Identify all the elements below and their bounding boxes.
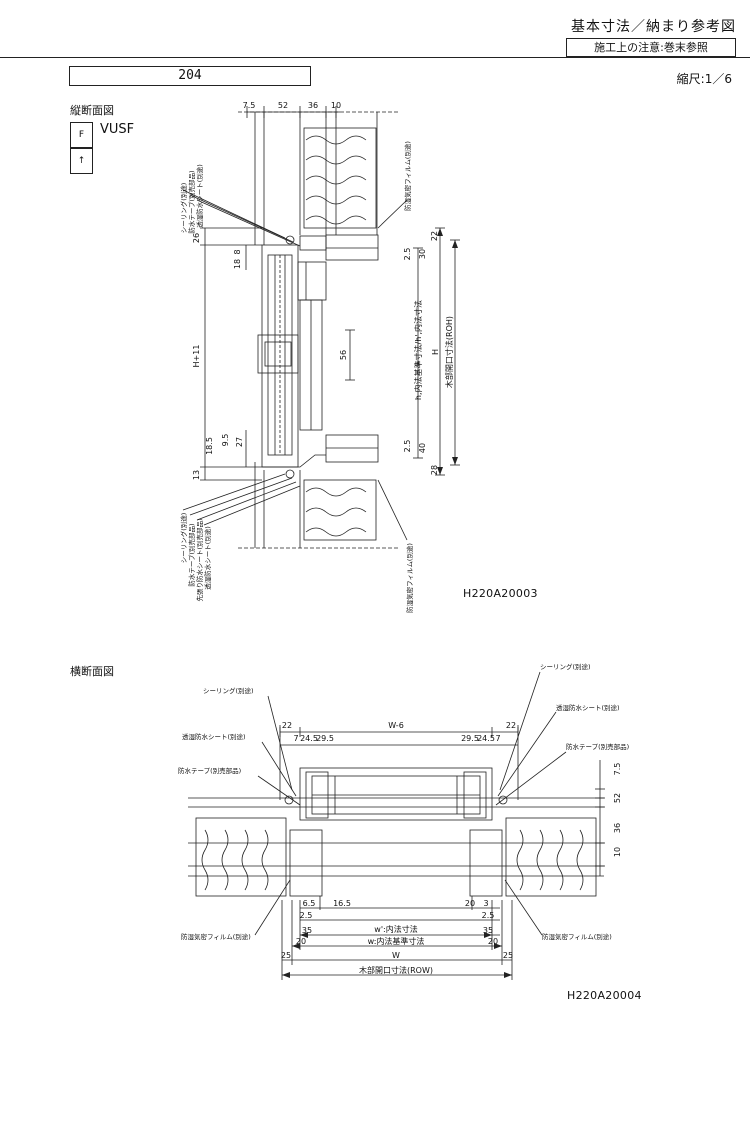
- h-bottom-dim: 20: [465, 899, 475, 908]
- h-right-dim: 36: [613, 823, 622, 833]
- h-top-dim: 29.5: [461, 734, 479, 743]
- h-top-dim: 7: [495, 734, 500, 743]
- h-top-dim: 29.5: [316, 734, 334, 743]
- h-leader-tape-left: 防水テープ(別売部品): [178, 766, 241, 775]
- v-left-dim: H+11: [192, 345, 201, 368]
- v-leader-film-top: 防湿気密フィルム(別途): [403, 141, 412, 211]
- h-bottom-dim: 2.5: [482, 911, 495, 920]
- h-leader-sheet-left: 透湿防水シート(別途): [182, 732, 246, 741]
- h-leader-sealing-left: シーリング(別途): [203, 686, 254, 695]
- vertical-drawing-code: H220A20003: [463, 587, 538, 600]
- v-rough-opening-label: 木部開口寸法(ROH): [444, 316, 454, 388]
- h-top-dim: 22: [506, 721, 516, 730]
- h-right-dim: 7.5: [613, 763, 622, 776]
- h-right-dim: 10: [613, 847, 622, 857]
- h-bottom-dim: 35: [302, 926, 312, 935]
- h-top-dim: 24.5: [300, 734, 318, 743]
- v-leader-sealing: シーリング(別途): [179, 183, 188, 234]
- v-right-dim: 28: [430, 465, 439, 475]
- legend-fixed: F: [70, 122, 93, 148]
- model-number: 204: [69, 66, 311, 86]
- v-leader-film-bottom: 防湿気密フィルム(別途): [405, 543, 414, 613]
- v-top-dim: 7.5: [243, 101, 256, 110]
- v-top-dim: 52: [278, 101, 288, 110]
- h-right-dim: 52: [613, 793, 622, 803]
- h-w-label: W: [392, 951, 400, 960]
- v-inner-dim-label: h,内法基準寸法/h',内法寸法: [413, 300, 423, 400]
- v-leader-sheet-bottom: 透湿防水シート(別途): [203, 526, 212, 590]
- v-right-dim: 56: [339, 350, 348, 360]
- v-leader-tape-bottom: 防水テープ(別売部品): [187, 523, 196, 586]
- h-bottom-dim: 20: [296, 937, 306, 946]
- v-left-dim: 9.5: [221, 434, 230, 447]
- h-bottom-dim: 25: [281, 951, 291, 960]
- h-bottom-dim: 20: [488, 937, 498, 946]
- header-divider: [0, 57, 750, 58]
- h-leader-tape-right: 防水テープ(別売部品): [566, 742, 629, 751]
- h-bottom-dim: 6.5: [303, 899, 316, 908]
- page-title: 基本寸法／納まり参考図: [571, 19, 736, 35]
- v-h-label: H: [431, 349, 440, 355]
- horizontal-section-label: 横断面図: [70, 665, 114, 678]
- legend-arrow: ↑: [70, 148, 93, 174]
- v-left-dim: 8: [233, 249, 242, 254]
- h-leader-sheet-right: 透湿防水シート(別途): [556, 703, 620, 712]
- h-top-dim: W-6: [388, 721, 404, 730]
- v-top-dim: 10: [331, 101, 341, 110]
- v-right-dim: 2.5: [403, 248, 412, 261]
- v-left-dim: 18.5: [205, 437, 214, 455]
- v-right-dim: 40: [418, 443, 427, 453]
- h-bottom-dim: 3: [483, 899, 488, 908]
- h-top-dim: 24.5: [477, 734, 495, 743]
- v-left-dim: 27: [235, 437, 244, 447]
- v-right-dim: 30: [418, 249, 427, 259]
- h-leader-sealing-right: シーリング(別途): [540, 662, 591, 671]
- h-top-dim: 7: [293, 734, 298, 743]
- v-leader-sheet: 透湿防水シート(別途): [195, 164, 204, 228]
- v-leader-tape: 防水テープ(別売部品): [187, 170, 196, 233]
- v-left-dim: 18: [233, 259, 242, 269]
- h-basic-dim-label: w:内法基準寸法: [368, 936, 425, 946]
- h-leader-film-right: 防湿気密フィルム(別途): [542, 932, 612, 941]
- h-bottom-dim: 35: [483, 926, 493, 935]
- h-bottom-dim: 2.5: [300, 911, 313, 920]
- v-leader-presheet: 先張り防水シート(別売部品): [195, 518, 204, 601]
- construction-note: 施工上の注意:巻末参照: [566, 38, 736, 57]
- v-top-dim: 36: [308, 101, 318, 110]
- v-left-dim: 13: [192, 470, 201, 480]
- h-top-dim: 22: [282, 721, 292, 730]
- h-leader-film-left: 防湿気密フィルム(別途): [181, 932, 251, 941]
- horizontal-drawing-code: H220A20004: [567, 989, 642, 1002]
- product-name: VUSF: [100, 122, 135, 137]
- h-rough-opening-label: 木部開口寸法(ROW): [359, 965, 433, 975]
- h-bottom-dim: 25: [503, 951, 513, 960]
- scale-label: 縮尺:1／6: [676, 72, 732, 86]
- v-right-dim: 22: [430, 231, 439, 241]
- vertical-section-label: 縦断面図: [70, 104, 114, 117]
- h-inner-dim-label: w':内法寸法: [374, 924, 417, 934]
- v-leader-sealing-bottom: シーリング(別途): [179, 513, 188, 564]
- v-right-dim: 2.5: [403, 440, 412, 453]
- v-left-dim: 26: [192, 233, 201, 243]
- h-bottom-dim: 16.5: [333, 899, 351, 908]
